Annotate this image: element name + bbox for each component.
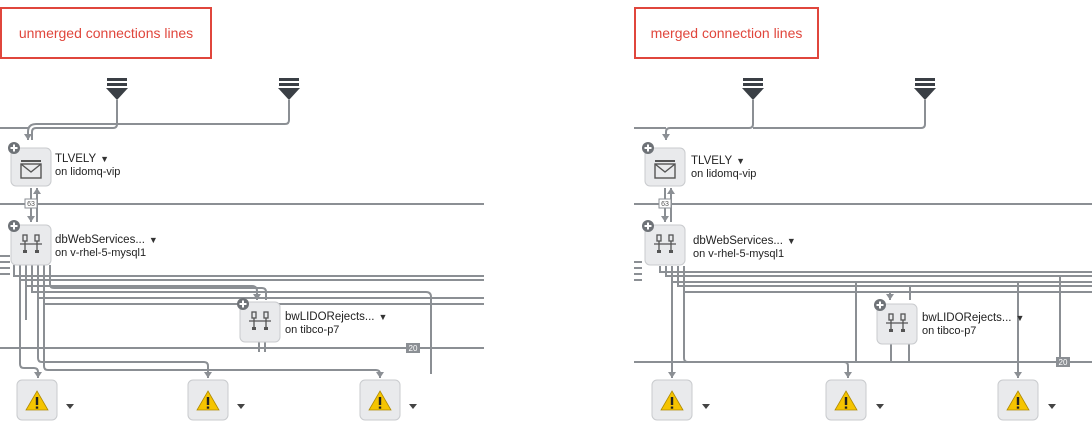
dbweb-node-left[interactable] bbox=[8, 220, 52, 266]
down-arrow-icon bbox=[106, 78, 128, 100]
merged-lines bbox=[634, 100, 1092, 378]
badge-20-text: 20 bbox=[1059, 358, 1068, 367]
chevron-down-icon bbox=[66, 404, 74, 409]
warning-carets[interactable] bbox=[702, 404, 1056, 409]
arrowheads bbox=[661, 134, 1022, 378]
badge-63-text: 63 bbox=[661, 201, 669, 208]
warning-node[interactable] bbox=[359, 379, 401, 421]
warning-node[interactable] bbox=[187, 379, 229, 421]
tlvely-node-left[interactable] bbox=[8, 142, 52, 187]
node-host: on v-rhel-5-mysql1 bbox=[55, 247, 147, 259]
tlvely-label-right[interactable]: TLVELY▼ on lidomq-vip bbox=[691, 155, 756, 181]
chevron-down-icon bbox=[702, 404, 710, 409]
merged-label-text: merged connection lines bbox=[650, 25, 803, 41]
tlvely-label-left[interactable]: TLVELY▼ on lidomq-vip bbox=[55, 153, 120, 179]
badge-20-right: 20 bbox=[1056, 357, 1070, 367]
down-arrow-icon bbox=[742, 78, 764, 100]
node-host: on v-rhel-5-mysql1 bbox=[693, 248, 785, 260]
node-name: bwLIDORejects... bbox=[285, 311, 375, 323]
bwlido-node-left[interactable] bbox=[237, 298, 281, 343]
warning-node[interactable] bbox=[651, 379, 693, 421]
merged-label: merged connection lines bbox=[634, 7, 819, 59]
node-host: on lidomq-vip bbox=[691, 168, 757, 180]
plus-icon[interactable] bbox=[237, 298, 249, 310]
unmerged-label-text: unmerged connections lines bbox=[18, 25, 194, 41]
bwlido-node-right[interactable] bbox=[874, 299, 918, 345]
warning-node[interactable] bbox=[997, 379, 1039, 421]
chevron-down-icon bbox=[1048, 404, 1056, 409]
node-host: on tibco-p7 bbox=[922, 325, 977, 337]
chevron-down-icon[interactable]: ▼ bbox=[148, 235, 158, 245]
chevron-down-icon[interactable]: ▼ bbox=[378, 312, 388, 322]
bwlido-label-right[interactable]: bwLIDORejects...▼ on tibco-p7 bbox=[922, 312, 1024, 338]
dbweb-node-right[interactable] bbox=[642, 220, 686, 266]
node-name: dbWebServices... bbox=[693, 235, 783, 247]
chevron-down-icon[interactable]: ▼ bbox=[1015, 313, 1025, 323]
warning-carets[interactable] bbox=[66, 404, 417, 409]
node-name: bwLIDORejects... bbox=[922, 312, 1012, 324]
badge-63-left: 63 bbox=[24, 198, 38, 209]
badge-63-right: 63 bbox=[658, 198, 672, 209]
chevron-down-icon[interactable]: ▼ bbox=[736, 156, 746, 166]
chevron-down-icon[interactable]: ▼ bbox=[786, 236, 796, 246]
node-name: dbWebServices... bbox=[55, 234, 145, 246]
chevron-down-icon bbox=[237, 404, 245, 409]
badge-20-text: 20 bbox=[409, 344, 418, 353]
node-host: on tibco-p7 bbox=[285, 324, 340, 336]
plus-icon[interactable] bbox=[8, 142, 20, 154]
dbweb-label-right[interactable]: dbWebServices...▼ on v-rhel-5-mysql1 bbox=[693, 235, 796, 261]
warning-node[interactable] bbox=[825, 379, 867, 421]
node-name: TLVELY bbox=[55, 153, 97, 165]
node-host: on lidomq-vip bbox=[55, 166, 121, 178]
tlvely-node-right[interactable] bbox=[642, 142, 686, 187]
node-name: TLVELY bbox=[691, 155, 733, 167]
warning-node[interactable] bbox=[16, 379, 58, 421]
plus-icon[interactable] bbox=[874, 299, 886, 311]
plus-icon[interactable] bbox=[642, 142, 654, 154]
plus-icon[interactable] bbox=[8, 220, 20, 232]
dbweb-label-left[interactable]: dbWebServices...▼ on v-rhel-5-mysql1 bbox=[55, 234, 158, 260]
arrowheads bbox=[24, 134, 384, 378]
down-arrow-icon bbox=[278, 78, 300, 100]
chevron-down-icon bbox=[409, 404, 417, 409]
badge-20-left: 20 bbox=[406, 343, 420, 353]
plus-icon[interactable] bbox=[642, 220, 654, 232]
unmerged-lines bbox=[0, 100, 484, 378]
bwlido-label-left[interactable]: bwLIDORejects...▼ on tibco-p7 bbox=[285, 311, 387, 337]
unmerged-label: unmerged connections lines bbox=[0, 7, 212, 59]
down-arrow-icon bbox=[914, 78, 936, 100]
badge-63-text: 63 bbox=[27, 201, 35, 208]
chevron-down-icon[interactable]: ▼ bbox=[100, 154, 110, 164]
chevron-down-icon bbox=[876, 404, 884, 409]
